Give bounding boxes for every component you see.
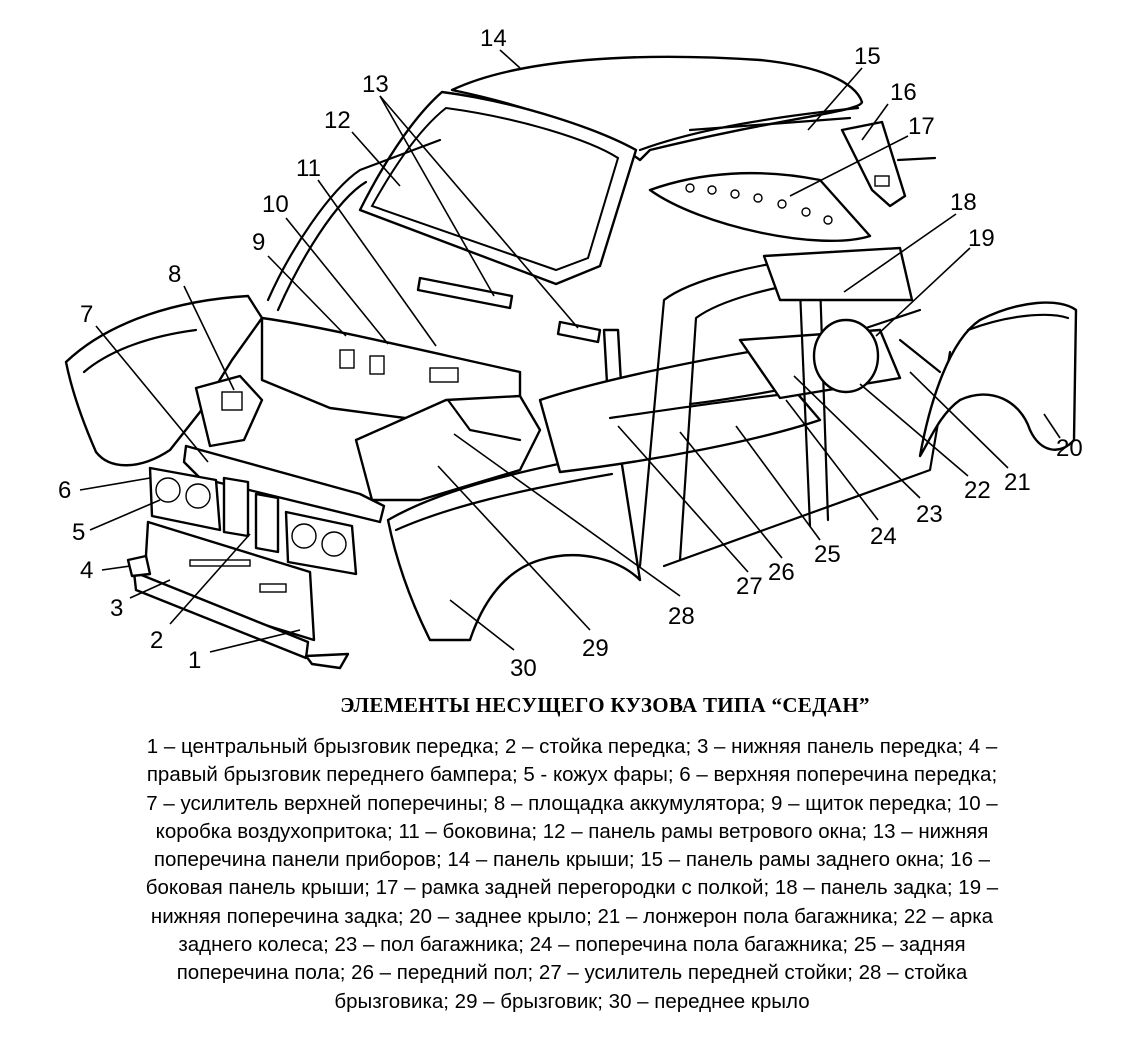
leader-lines [79, 49, 1061, 653]
part-label-28: 28 [668, 603, 695, 630]
part-label-10: 10 [262, 191, 289, 218]
splash-guard-pillar [446, 398, 522, 442]
dash-lower-crossmember [416, 276, 514, 310]
rear-lower-crossmember [858, 308, 922, 332]
battery-shelf [194, 374, 264, 448]
rear-window-frame-panel [688, 116, 852, 132]
part-label-29: 29 [582, 635, 609, 662]
legend-line: нижняя поперечина задка; 20 – заднее кры… [150, 904, 994, 928]
headlamp-housing-left [148, 466, 222, 532]
upper-front-crossmember [182, 444, 386, 524]
legend-line: поперечина панели приборов; 14 – панель … [153, 848, 991, 872]
part-label-30: 30 [510, 655, 537, 682]
part-label-15: 15 [854, 43, 881, 70]
part-label-21: 21 [1004, 469, 1031, 496]
part-label-8: 8 [168, 261, 181, 288]
front-splash-guard [354, 394, 542, 502]
trunk-floor-longeron [898, 338, 942, 374]
part-label-17: 17 [908, 113, 935, 140]
headlamp-housing-right [284, 510, 358, 576]
part-number-labels: 1 2 3 4 5 6 7 8 9 10 11 12 13 14 15 16 1… [58, 25, 1083, 682]
side-panel [266, 138, 442, 302]
part-label-14: 14 [480, 25, 507, 52]
front-panel-pillar [222, 476, 250, 538]
part-label-27: 27 [736, 573, 763, 600]
part-label-24: 24 [870, 523, 897, 550]
legend-line: поперечина пола; 26 – передний пол; 27 –… [176, 961, 968, 985]
part-label-16: 16 [890, 79, 917, 106]
part-label-9: 9 [252, 229, 265, 256]
front-floor [538, 348, 822, 474]
part-label-19: 19 [968, 225, 995, 252]
rear-fender [918, 301, 1078, 458]
part-label-12: 12 [324, 107, 351, 134]
legend-line: боковая панель крыши; 17 – рамка задней … [145, 876, 999, 900]
legend-line: заднего колеса; 23 – пол багажника; 24 –… [178, 933, 966, 957]
part-label-11: 11 [296, 155, 321, 182]
part-label-25: 25 [814, 541, 841, 568]
part-label-26: 26 [768, 559, 795, 586]
part-label-23: 23 [916, 501, 943, 528]
part-label-22: 22 [964, 477, 991, 504]
part-label-7: 7 [80, 301, 93, 328]
rear-shelf-frame [648, 171, 872, 242]
diagram-title: ЭЛЕМЕНТЫ НЕСУЩЕГО КУЗОВА ТИПА “СЕДАН” [340, 693, 870, 717]
part-label-6: 6 [58, 477, 71, 504]
car-body-exploded-diagram: 1 2 3 4 5 6 7 8 9 10 11 12 13 14 15 16 1… [58, 25, 1083, 682]
part-label-18: 18 [950, 189, 977, 216]
rear-wheel-arch [812, 318, 880, 394]
central-front-splash-guard [132, 570, 310, 660]
part-label-3: 3 [110, 595, 123, 622]
legend-line: 1 – центральный брызговик передка; 2 – с… [146, 735, 998, 758]
legend-line: брызговика; 29 – брызговик; 30 – передне… [334, 989, 810, 1013]
legend-caption: 1 – центральный брызговик передка; 2 – с… [30, 733, 1114, 1016]
bumper-splash-guard [126, 554, 152, 578]
part-label-5: 5 [72, 519, 85, 546]
legend-line: 7 – усилитель верхней поперечины; 8 – пл… [146, 791, 998, 815]
part-label-13: 13 [362, 71, 389, 98]
part-label-1: 1 [188, 647, 201, 674]
legend-line: правый брызговик переднего бампера; 5 - … [146, 763, 998, 787]
front-fender [386, 450, 642, 642]
rear-panel [762, 246, 914, 302]
part-label-20: 20 [1056, 435, 1083, 462]
left-fender [64, 294, 264, 467]
body-parts [64, 55, 1078, 670]
legend-line: коробка воздухопритока; 11 – боковина; 1… [155, 819, 989, 843]
part-label-4: 4 [80, 557, 93, 584]
part-label-2: 2 [150, 627, 163, 654]
